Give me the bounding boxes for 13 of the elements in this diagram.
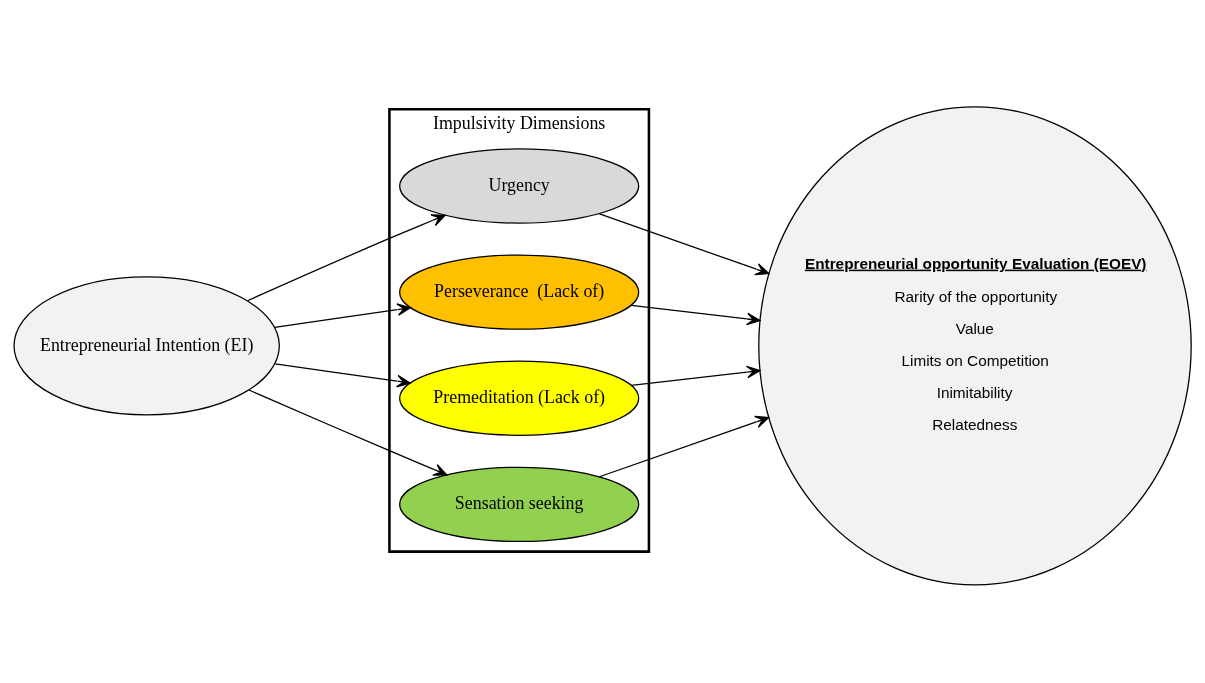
node-ellipse: Sensation seeking [399, 466, 640, 542]
node-ellipse: Perseverance (Lack of) [399, 253, 640, 330]
arrow [274, 302, 411, 328]
node-circle: Entrepreneurial opportunity Evaluation (EOEV) Rarity of the opportunity Value Limits on Competition Inimitability Relatedness [758, 105, 1192, 586]
node-ellipse: Entrepreneurial Intention (EI) [13, 275, 280, 415]
arrow [598, 415, 770, 477]
arrow [248, 388, 448, 476]
arrow [274, 362, 411, 387]
arrow [246, 213, 446, 301]
arrow [630, 304, 761, 325]
node-ellipse: Premeditation (Lack of) [399, 360, 640, 436]
arrow [630, 365, 761, 386]
arrow [598, 212, 770, 275]
